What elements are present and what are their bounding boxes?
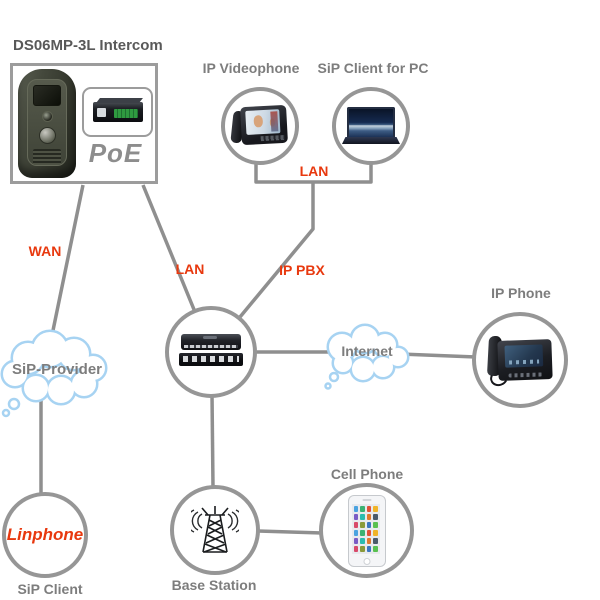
doorphone-call-button-icon xyxy=(38,127,56,144)
wire-basestation-cellphone xyxy=(257,529,323,535)
node-linphone: Linphone xyxy=(2,492,88,578)
smartphone-icon xyxy=(347,494,386,567)
intercom-title: DS06MP-3L Intercom xyxy=(13,37,163,54)
internet-label: Internet xyxy=(341,343,393,359)
wire-ippbx-stem xyxy=(238,182,315,319)
door-intercom-icon xyxy=(18,69,76,178)
router-front-unit xyxy=(181,334,241,350)
videophone-screen xyxy=(245,109,281,135)
doorphone-panel xyxy=(27,79,67,166)
wire-lan-intercom-router xyxy=(141,184,197,313)
laptop-screen xyxy=(347,107,395,137)
poe-injector-icon xyxy=(92,98,143,122)
phone-screen xyxy=(351,503,380,554)
sip-client-label: SiP Client xyxy=(17,581,83,597)
internet-cloud-icon xyxy=(324,323,410,390)
laptop-icon xyxy=(342,107,400,145)
deskphone-body xyxy=(497,339,553,381)
node-sip-client-pc xyxy=(332,87,410,165)
radio-waves-icon xyxy=(191,509,239,533)
ip-videophone-label: IP Videophone xyxy=(202,60,300,76)
wire-router-basestation xyxy=(210,393,215,488)
router-icon xyxy=(178,334,244,370)
injector-top-face xyxy=(95,98,143,103)
poe-injector-frame xyxy=(82,87,153,137)
lan-intercom-edge-label: LAN xyxy=(175,261,205,277)
ip-phone-label: IP Phone xyxy=(491,285,551,301)
deskphone-screen xyxy=(504,344,544,368)
wire-internet-ipphone xyxy=(399,352,477,359)
node-ip-pbx-router xyxy=(165,306,257,398)
sip-provider-label: SiP-Provider xyxy=(11,361,103,378)
wire-wan xyxy=(48,184,85,346)
linphone-wordmark: Linphone xyxy=(6,525,84,544)
base-station-label: Base Station xyxy=(171,577,257,593)
node-cell-phone xyxy=(319,483,414,578)
wan-edge-label: WAN xyxy=(28,243,62,259)
videophone-icon xyxy=(230,104,289,148)
injector-terminal-block xyxy=(113,109,138,118)
poe-label: PoE xyxy=(88,138,143,168)
videophone-body xyxy=(240,104,288,146)
node-ip-phone xyxy=(472,312,568,408)
cell-phone-label: Cell Phone xyxy=(330,466,404,482)
doorphone-speaker-icon xyxy=(33,149,61,165)
sip-provider-cloud-icon xyxy=(0,329,108,418)
radio-tower-icon xyxy=(191,506,239,553)
ip-pbx-edge-label: IP PBX xyxy=(279,262,325,278)
doorphone-lens-icon xyxy=(41,111,53,122)
lan-clients-edge-label: LAN xyxy=(299,163,329,179)
doorphone-camera-icon xyxy=(33,85,61,106)
node-ip-videophone xyxy=(221,87,299,165)
sip-client-pc-label: SiP Client for PC xyxy=(317,60,429,76)
phone-home-button xyxy=(363,557,370,565)
injector-rj45-port xyxy=(96,108,106,117)
node-base-station xyxy=(170,485,260,575)
intercom-box: PoE xyxy=(10,63,158,184)
laptop-base xyxy=(342,137,400,144)
router-rear-unit xyxy=(179,353,243,366)
phone-earpiece xyxy=(362,498,371,501)
desk-phone-icon xyxy=(485,334,555,389)
